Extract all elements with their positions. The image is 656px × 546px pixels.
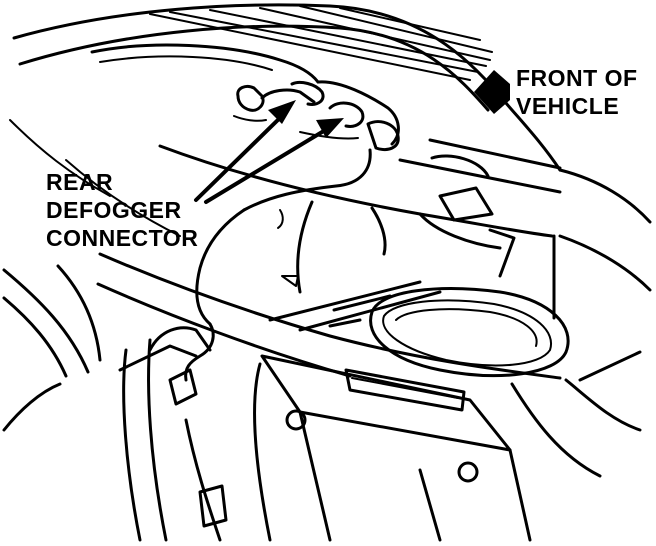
connector-label-line2: DEFOGGER bbox=[46, 197, 182, 223]
connector-label-line1: REAR bbox=[46, 169, 113, 195]
right-quarter-trim bbox=[498, 94, 652, 382]
connector-label-line3: CONNECTOR bbox=[46, 225, 198, 251]
front-of-vehicle-indicator: FRONT OF VEHICLE bbox=[474, 65, 638, 119]
front-of-vehicle-label-line2: VEHICLE bbox=[516, 93, 619, 119]
lower-trim-panel bbox=[253, 354, 642, 542]
defogger-grid-edge bbox=[90, 43, 400, 146]
rear-defogger-connector-label: REAR DEFOGGER CONNECTOR bbox=[46, 169, 198, 251]
defogger-terminals bbox=[233, 80, 400, 151]
left-pointing-diamond-arrow-icon bbox=[474, 70, 510, 114]
rear-window-glass bbox=[12, 3, 502, 112]
speaker-grille bbox=[369, 287, 570, 378]
package-tray bbox=[96, 138, 562, 380]
connector-pointer-arrows bbox=[194, 100, 344, 204]
left-pillar bbox=[2, 119, 228, 542]
front-of-vehicle-label-line1: FRONT OF bbox=[516, 65, 638, 91]
